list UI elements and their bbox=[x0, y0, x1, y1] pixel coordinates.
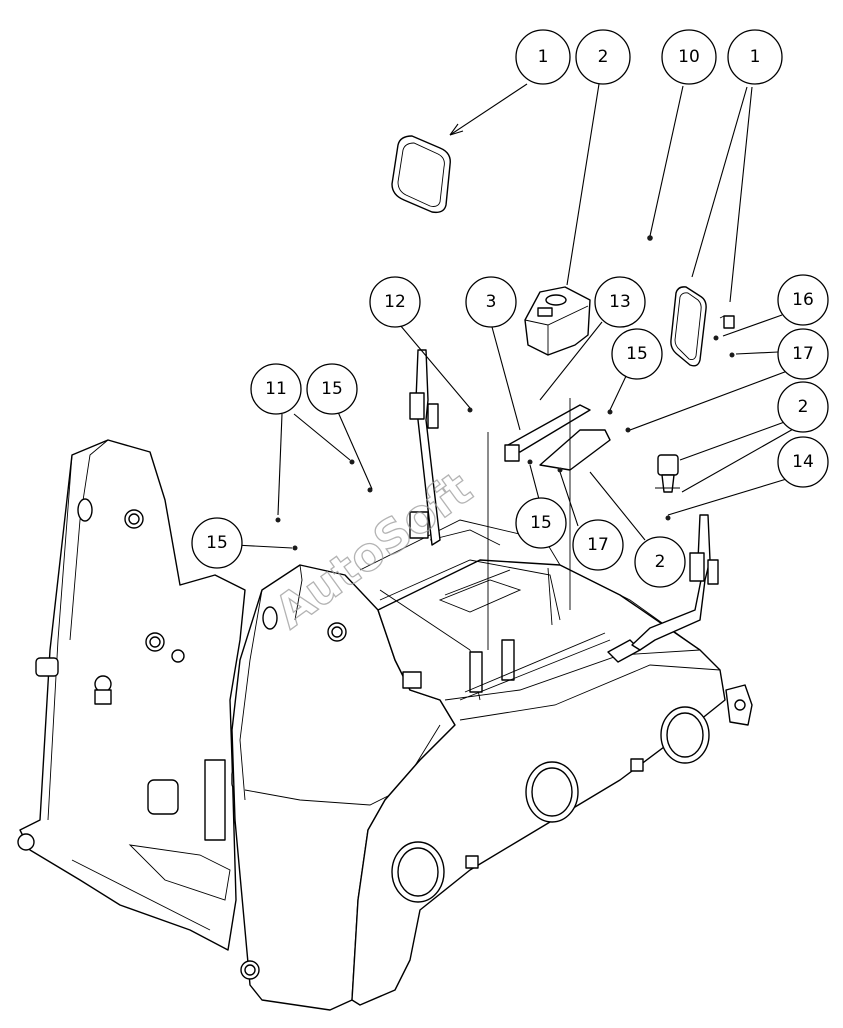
callout-10: 10 bbox=[661, 29, 717, 85]
callout-12: 12 bbox=[369, 276, 421, 328]
svg-text:11: 11 bbox=[265, 379, 287, 399]
svg-text:1: 1 bbox=[538, 47, 549, 67]
callout-17-center: 17 bbox=[572, 519, 624, 571]
svg-text:13: 13 bbox=[609, 292, 631, 312]
svg-text:17: 17 bbox=[587, 535, 609, 555]
svg-text:17: 17 bbox=[792, 344, 814, 364]
callout-2-center: 2 bbox=[634, 536, 686, 588]
svg-text:15: 15 bbox=[321, 379, 343, 399]
callout-17-right: 17 bbox=[777, 328, 829, 380]
callouts: 1 2 10 1 16 17 12 3 bbox=[191, 29, 829, 588]
svg-text:3: 3 bbox=[486, 292, 497, 312]
callout-15-left: 15 bbox=[191, 517, 243, 569]
svg-text:2: 2 bbox=[598, 47, 609, 67]
callout-2-top: 2 bbox=[575, 29, 631, 85]
svg-text:15: 15 bbox=[206, 533, 228, 553]
callout-16: 16 bbox=[777, 274, 829, 326]
callout-13: 13 bbox=[594, 276, 646, 328]
svg-text:2: 2 bbox=[798, 397, 809, 417]
svg-text:2: 2 bbox=[655, 552, 666, 572]
svg-text:14: 14 bbox=[792, 452, 814, 472]
svg-text:1: 1 bbox=[750, 47, 761, 67]
callout-14: 14 bbox=[777, 436, 829, 488]
callout-15-center: 15 bbox=[515, 497, 567, 549]
callout-1-top-right: 1 bbox=[727, 29, 783, 85]
svg-text:12: 12 bbox=[384, 292, 406, 312]
callout-2-right: 2 bbox=[777, 381, 829, 433]
callout-1-top-left: 1 bbox=[515, 29, 571, 85]
isolated-parts bbox=[275, 135, 735, 651]
left-upright-edge bbox=[47, 454, 73, 821]
svg-text:16: 16 bbox=[792, 290, 814, 310]
callout-11: 11 bbox=[250, 363, 302, 415]
leader-lines bbox=[234, 83, 804, 549]
svg-text:15: 15 bbox=[626, 344, 648, 364]
svg-text:10: 10 bbox=[678, 47, 700, 67]
callout-15-right: 15 bbox=[611, 328, 663, 380]
window-seal-left bbox=[391, 135, 451, 214]
svg-text:15: 15 bbox=[530, 513, 552, 533]
reservoir bbox=[524, 286, 591, 356]
callout-3: 3 bbox=[465, 276, 517, 328]
frame-drawing bbox=[17, 349, 753, 1011]
callout-15-upper-left: 15 bbox=[306, 363, 358, 415]
